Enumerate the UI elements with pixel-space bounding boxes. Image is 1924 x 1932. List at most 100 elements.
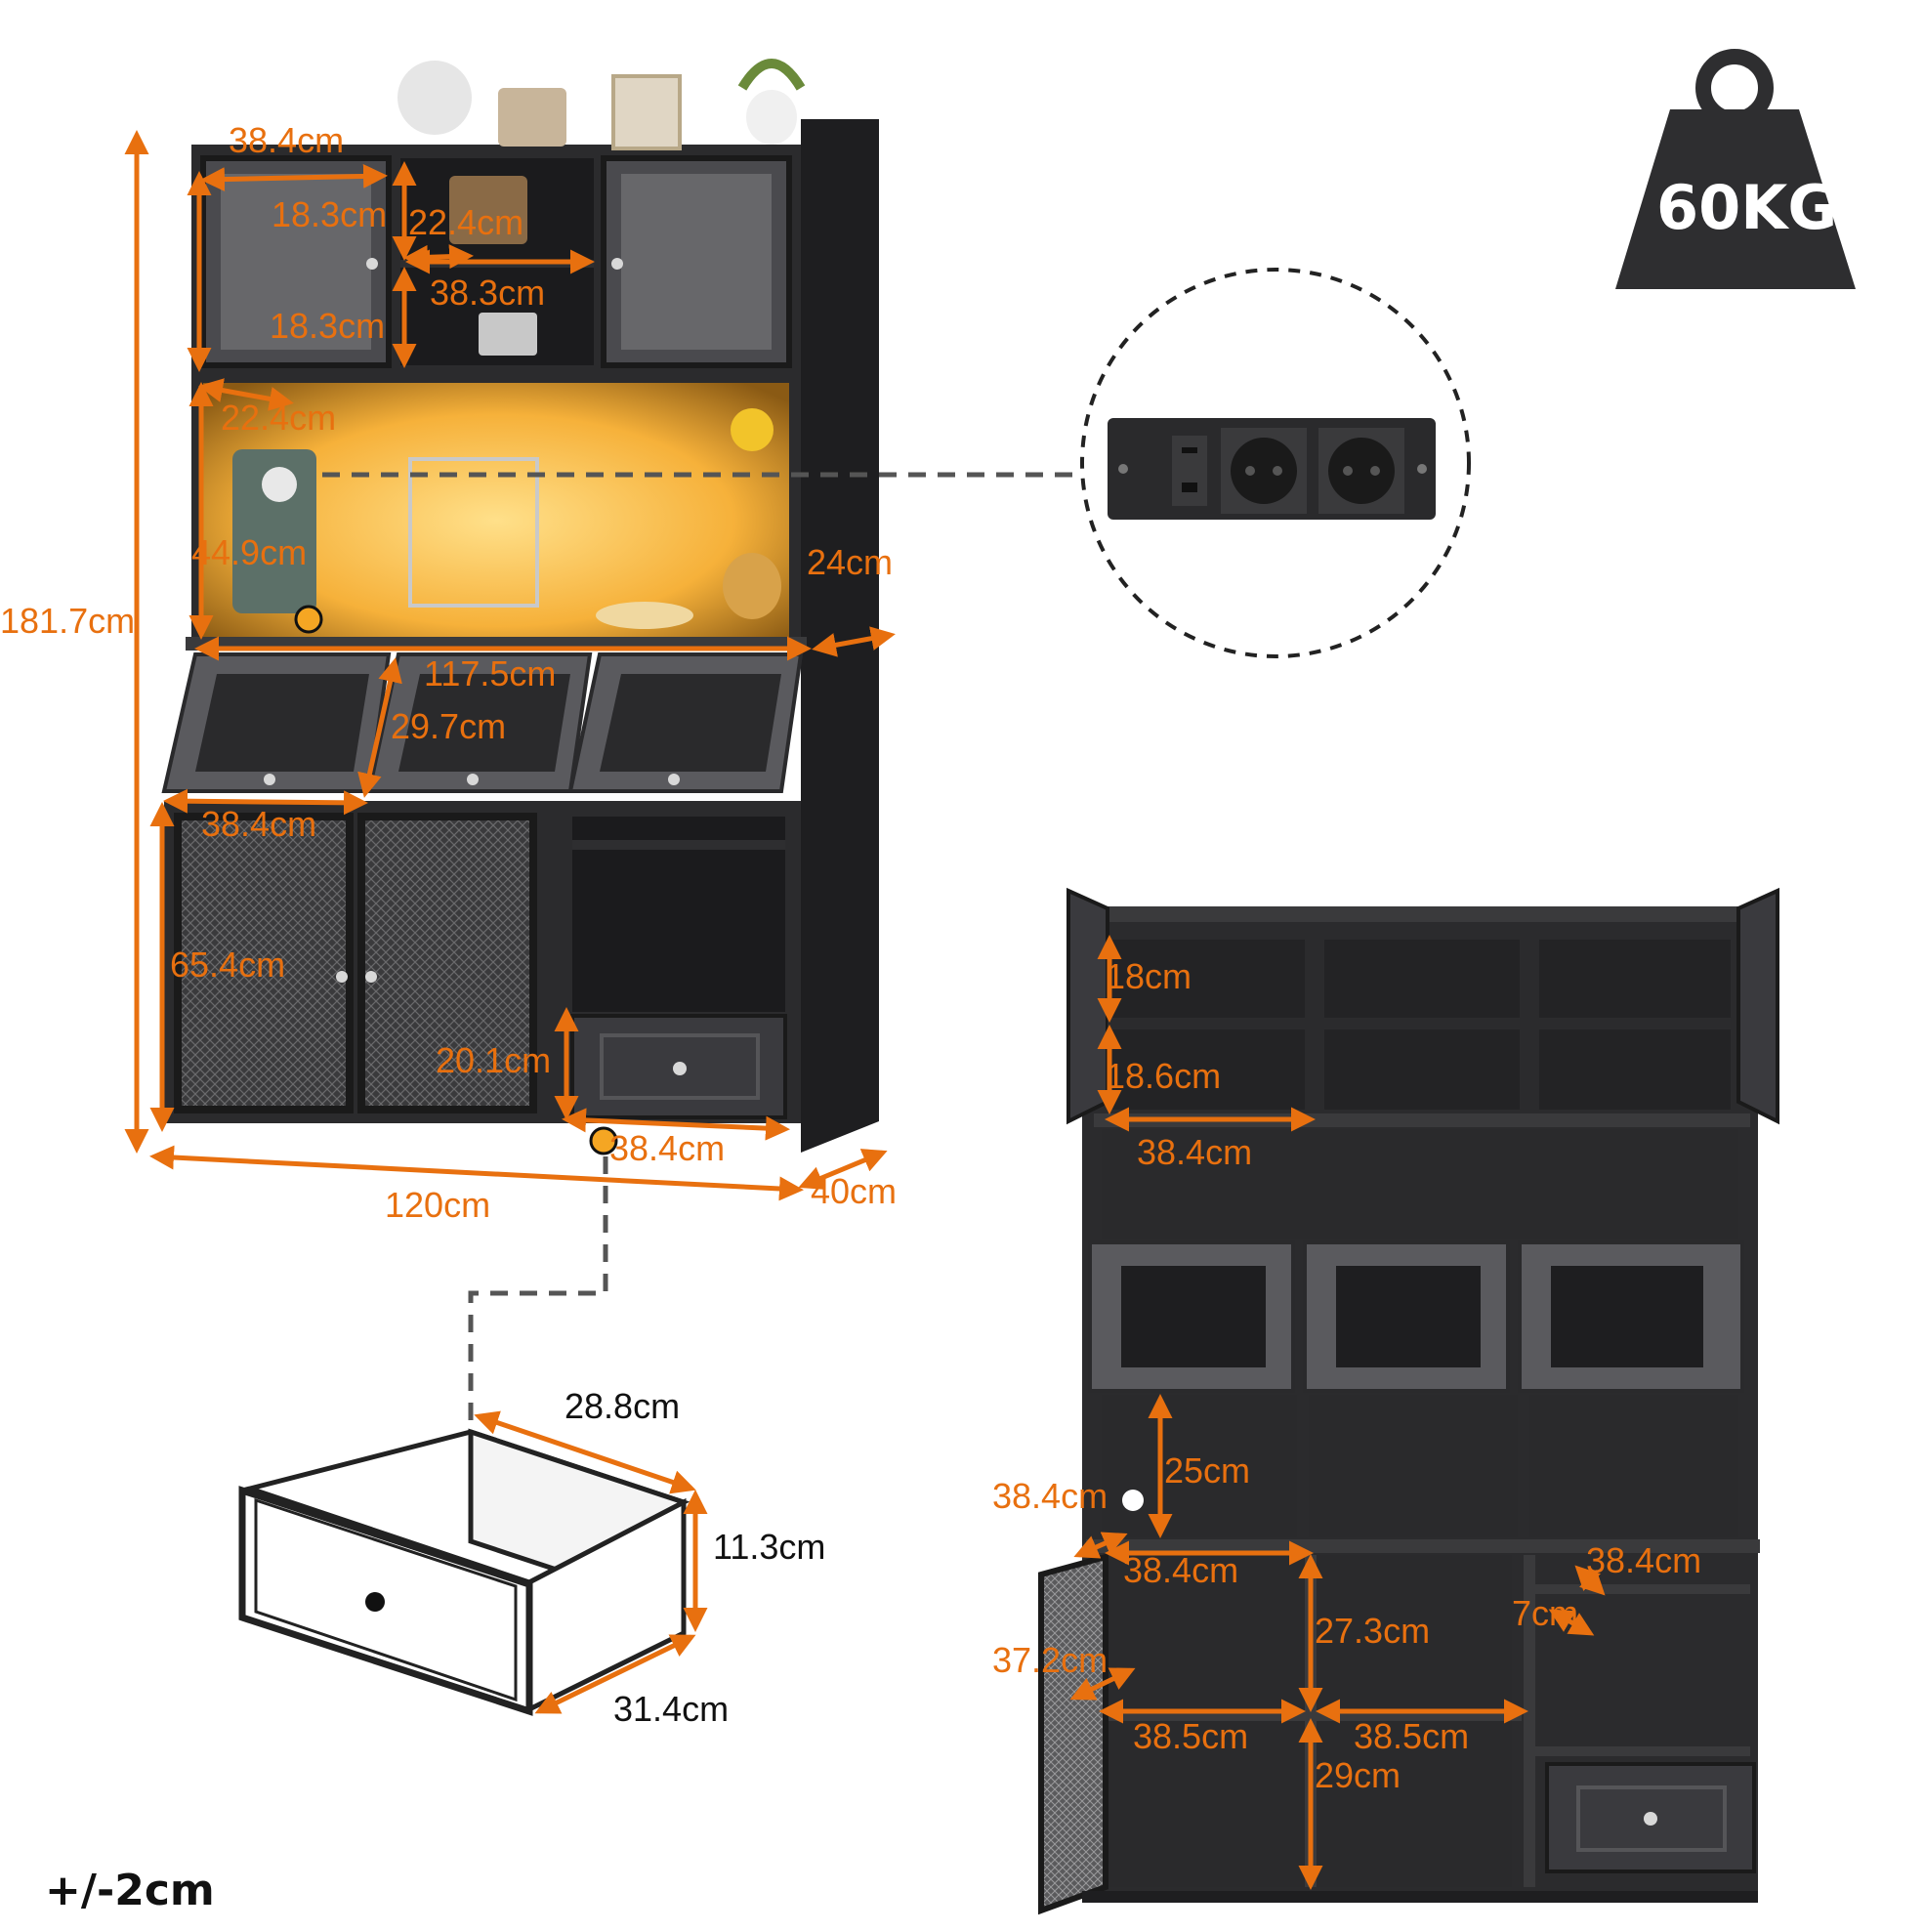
compartment	[1102, 1395, 1297, 1537]
lit-shelf-top	[191, 371, 801, 383]
weight-icon: 60KG	[1615, 49, 1856, 289]
door-knob-icon	[336, 971, 348, 983]
front-view-labels: 181.7cm 120cm 40cm 38.4cm 18.3cm 18.3cm …	[0, 120, 897, 1225]
cabinet-base	[1082, 1891, 1758, 1903]
drawer-width-label: 38.4cm	[609, 1128, 725, 1168]
top-middle-width-arrow	[403, 244, 474, 270]
mesh-door-width-label: 38.4cm	[201, 804, 316, 844]
top-shelf-width-label: 38.4cm	[229, 120, 344, 160]
flip-door-row	[161, 652, 804, 793]
top-middle-width-label: 38.3cm	[430, 273, 545, 313]
drawer-location-marker	[589, 1126, 618, 1155]
interior-top-board	[1082, 906, 1758, 922]
door-knob-icon	[668, 774, 680, 785]
door-knob-icon	[366, 258, 378, 270]
total-width-arrow	[149, 1145, 804, 1201]
lit-shelf-depth-label: 22.4cm	[221, 398, 336, 438]
decor-plate	[397, 61, 472, 135]
top-shelf-width-arrow	[200, 163, 388, 192]
front-view-cabinet	[161, 59, 879, 1153]
compartment	[1529, 1395, 1738, 1537]
drawer-detail-height-label: 11.3cm	[713, 1527, 825, 1567]
flip-compartment-height-label: 25cm	[1164, 1450, 1250, 1491]
back-panel-area	[1102, 1129, 1738, 1239]
lit-shelf-right	[789, 371, 801, 643]
drawer-panel	[600, 1033, 760, 1100]
drawer-panel	[1576, 1785, 1727, 1852]
drawer-detail-width-label: 28.8cm	[565, 1386, 680, 1426]
flip-door-window	[1551, 1266, 1703, 1367]
drawer-height-label: 20.1cm	[436, 1040, 551, 1080]
top-door-height-lower-label: 18.3cm	[270, 306, 385, 346]
drawer-knob-icon	[1644, 1812, 1657, 1826]
top-shelf-lower-label: 18.6cm	[1106, 1056, 1221, 1096]
counter-depth-label: 24cm	[807, 542, 893, 582]
open-top-door-left	[1067, 887, 1109, 1125]
interior-view-cabinet	[1038, 887, 1779, 1915]
flip-door-window	[1336, 1266, 1481, 1367]
flower-vase	[723, 553, 781, 619]
usb-port-icon	[1172, 436, 1207, 506]
plant-icon	[737, 59, 806, 91]
drawer-width-arrow	[562, 1108, 790, 1141]
bottom-compartment-height-label: 29cm	[1315, 1755, 1401, 1795]
lower-left-width-label: 38.5cm	[1133, 1716, 1248, 1756]
divider	[1524, 1555, 1535, 1887]
open-top-door-right	[1736, 887, 1779, 1125]
counter-depth-arrow	[812, 626, 896, 657]
sunflower-icon	[731, 408, 774, 451]
socket-callout	[322, 268, 1471, 658]
mesh-door-middle	[357, 813, 537, 1113]
drawer-depth-arrow	[534, 1634, 696, 1714]
compartment	[1324, 1029, 1520, 1110]
flip-door-window	[195, 674, 369, 772]
compartment	[1539, 940, 1731, 1018]
depth-arrow	[798, 1149, 888, 1190]
stemware-rack	[572, 840, 785, 850]
socket-location-marker	[294, 605, 323, 634]
mesh-door-width-arrow	[163, 788, 368, 816]
dial-icon	[262, 467, 297, 502]
door-knob-icon	[365, 971, 377, 983]
drawer-detail: 28.8cm 11.3cm 31.4cm	[238, 1156, 825, 1729]
flip-door-height-label: 29.7cm	[391, 706, 506, 746]
drawer-front-panel	[238, 1486, 533, 1716]
decor-frame	[611, 74, 682, 150]
open-mesh-door	[1038, 1553, 1108, 1915]
flip-door-window	[1121, 1266, 1266, 1367]
compartment	[1309, 1395, 1518, 1537]
front-view-dimension-lines	[124, 130, 896, 1201]
shelf-board	[1535, 1746, 1750, 1756]
interior-view-labels: 18cm 18.6cm 38.4cm 25cm 38.4cm 38.4cm 38…	[992, 956, 1701, 1795]
mesh-door-height-label: 65.4cm	[170, 945, 285, 985]
wine-slot-arrow	[1548, 1609, 1595, 1636]
middle-compartment-width-label: 38.4cm	[1123, 1550, 1238, 1590]
depth-label: 40cm	[811, 1171, 897, 1211]
fruit-plate	[596, 602, 693, 629]
top-shelf-upper-label: 18cm	[1106, 956, 1192, 996]
total-width-label: 120cm	[385, 1185, 490, 1225]
drawer-knob-icon	[673, 1062, 687, 1075]
top-compartment-width-label: 38.4cm	[1137, 1132, 1252, 1172]
flip-door-height-arrow	[357, 657, 402, 798]
wine-rack-width-label: 38.4cm	[1586, 1540, 1701, 1580]
tolerance-note: +/-2cm	[45, 1866, 215, 1915]
stemware-rack	[1535, 1584, 1750, 1594]
mesh-door-left	[174, 813, 354, 1113]
weight-label: 60KG	[1656, 172, 1837, 243]
drawer-knob-icon	[365, 1592, 385, 1612]
compartment	[1539, 1029, 1731, 1110]
door-shelf-depth-arrow	[1069, 1667, 1136, 1701]
food-bag	[449, 176, 527, 244]
compartment	[1109, 1029, 1305, 1110]
counter-width-label: 117.5cm	[424, 653, 556, 693]
drawer-front-inset	[254, 1497, 518, 1702]
flip-door-window	[398, 674, 570, 772]
wine-rack-arrow	[1574, 1565, 1606, 1596]
flip-compartment-depth-arrow	[1073, 1532, 1128, 1559]
tiered-stand	[408, 457, 539, 608]
door-knob-icon	[264, 774, 275, 785]
cabinet-side-panel	[801, 119, 879, 1153]
lower-compartment-height-label: 27.3cm	[1315, 1611, 1430, 1651]
